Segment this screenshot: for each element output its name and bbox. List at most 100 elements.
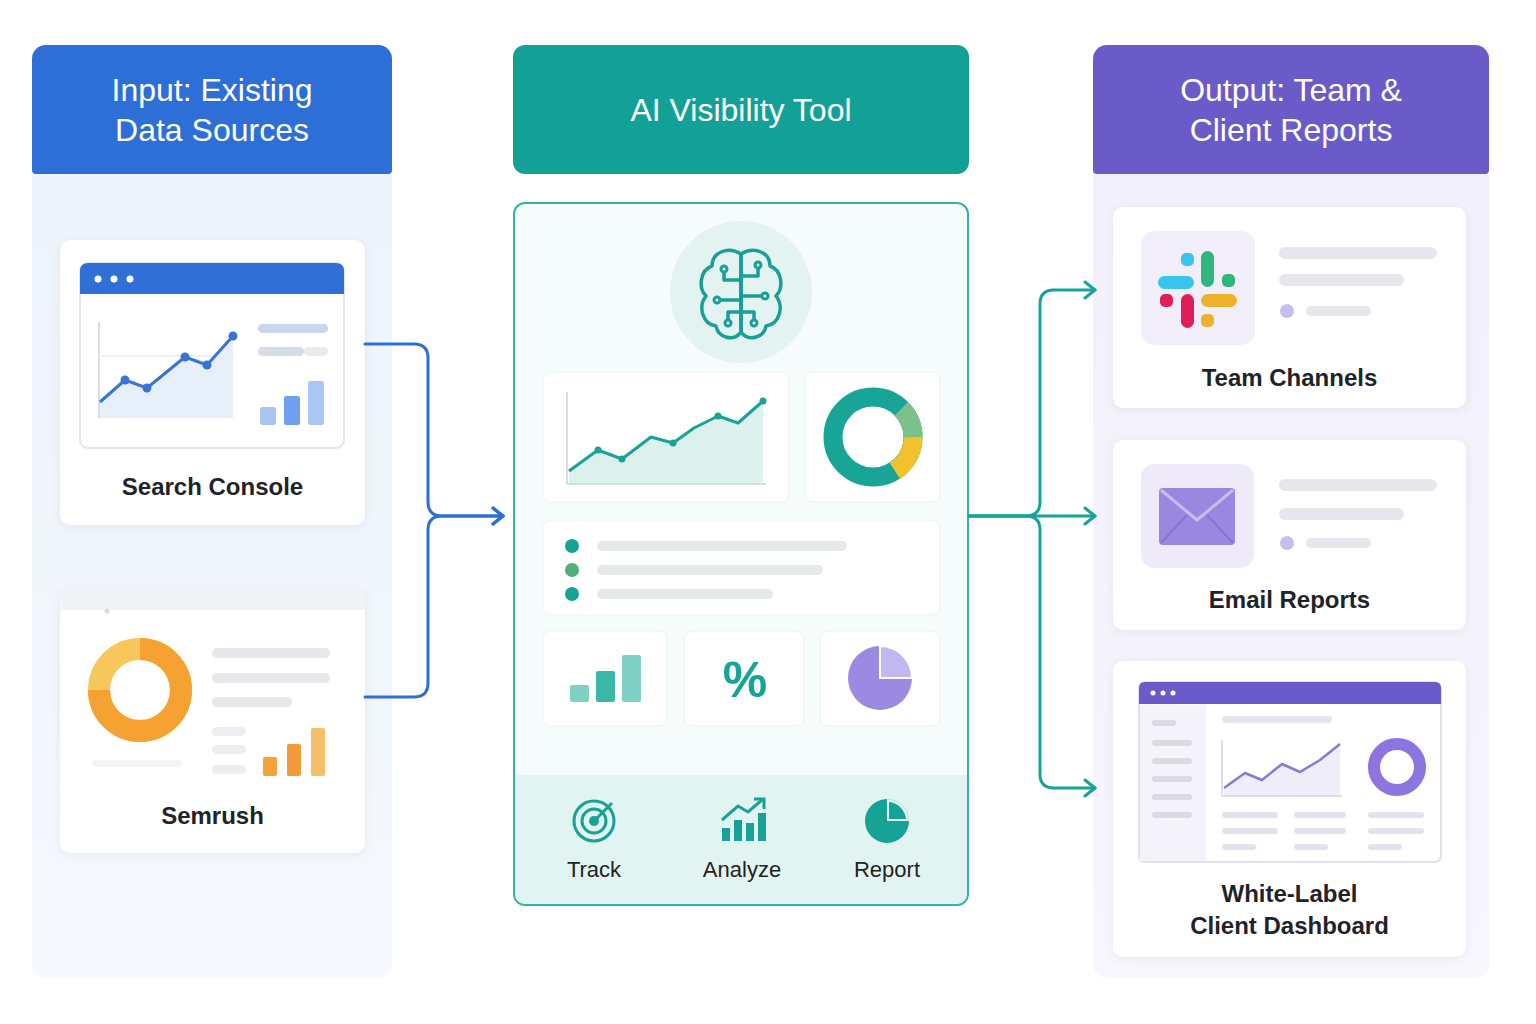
tool-illustration-part — [734, 820, 742, 841]
dashboard-mock-part — [1368, 812, 1424, 818]
search-console-mock-part — [181, 353, 190, 362]
search-console-mock-part — [100, 336, 233, 418]
card-label: Team Channels — [1120, 362, 1460, 394]
dashboard-mock-part — [1152, 758, 1192, 764]
source-card: Email Reports — [1113, 440, 1466, 630]
column-heading: Input: Existing Data Sources — [87, 70, 337, 150]
tool-illustration-part — [565, 587, 579, 601]
email-mock-part — [1306, 538, 1371, 548]
tool-panel: AI Visibility Tool — [513, 45, 969, 906]
email-mock-part — [1159, 488, 1235, 545]
tool-illustration-part-part — [582, 809, 606, 833]
search-console-mock-part — [80, 263, 344, 448]
dashboard-mock-part — [1294, 828, 1346, 834]
source-card: Search Console — [60, 240, 365, 525]
flow-arrow — [969, 515, 1095, 518]
tool-illustration-part-part — [741, 250, 781, 337]
email-mock-part — [1161, 490, 1233, 520]
dashboard-mock-part — [1139, 682, 1441, 862]
search-console-mock-part — [143, 384, 152, 393]
semrush-mock-part — [311, 728, 325, 776]
dashboard-mock-part — [1374, 744, 1420, 790]
search-console-mock — [80, 263, 344, 448]
tool-illustration-part-part — [725, 320, 731, 326]
tool-illustration-part-part — [574, 801, 614, 841]
semrush-mock-part — [212, 648, 330, 658]
tool-illustration-part — [895, 437, 913, 471]
tool-illustration-part — [622, 655, 641, 702]
dashboard-mock-part — [1294, 844, 1328, 850]
tool-illustration-part — [715, 413, 722, 420]
source-card: White-Label Client Dashboard — [1113, 661, 1466, 957]
tool-illustration — [515, 221, 967, 904]
tool-heading: AI Visibility Tool — [630, 90, 851, 130]
search-console-mock-part — [99, 355, 234, 357]
tool-illustration-part — [754, 799, 764, 809]
dashboard-mock-part — [1224, 744, 1340, 795]
tool-frame — [513, 202, 969, 906]
tool-illustration-part-part — [728, 312, 741, 320]
tool-illustration-part — [805, 372, 940, 502]
team-channels-mock-part — [1279, 274, 1404, 286]
semrush-mock-part — [99, 649, 181, 731]
tool-illustration-part — [543, 631, 667, 726]
search-console-mock-part — [308, 381, 324, 425]
email-mock-part — [1280, 536, 1294, 550]
dashboard-mock-part — [1222, 828, 1278, 834]
team-channels-mock-part — [1201, 251, 1214, 287]
search-console-mock-part — [284, 396, 300, 425]
tool-illustration-part — [567, 483, 766, 485]
card-label: Search Console — [63, 471, 363, 503]
dashboard-mock-part — [1152, 776, 1192, 782]
team-channels-mock-part — [1222, 274, 1235, 287]
tool-header: AI Visibility Tool — [513, 45, 969, 174]
tool-illustration-part-part — [762, 293, 768, 299]
tool-illustration-part — [760, 398, 767, 405]
tool-illustration-part — [887, 799, 909, 821]
tool-illustration-part — [746, 823, 754, 841]
email-mock-part — [1279, 508, 1404, 520]
semrush-mock-part — [105, 609, 110, 614]
team-channels-mock-part — [1306, 306, 1371, 316]
tool-illustration-part — [833, 397, 913, 477]
semrush-mock-part — [212, 745, 246, 754]
search-console-mock-part — [100, 336, 233, 402]
email-mock-part — [1161, 515, 1187, 543]
tool-illustration-part — [865, 799, 909, 843]
search-console-mock-part — [258, 324, 328, 333]
tool-illustration-part — [758, 813, 766, 841]
semrush-mock-part — [212, 727, 246, 736]
tool-illustration-part-part — [741, 268, 758, 276]
tool-illustration-part — [569, 401, 763, 471]
flow-arrow — [365, 344, 503, 516]
dashboard-mock-part — [1294, 812, 1346, 818]
tool-illustration-part — [880, 646, 912, 678]
team-channels-mock-part — [1160, 294, 1173, 307]
semrush-mock-part — [212, 697, 292, 707]
column-band: Output: Team & Client ReportsTeam Channe… — [1093, 45, 1489, 978]
tool-illustration-part-part — [721, 266, 727, 272]
semrush-mock-part — [212, 673, 330, 683]
tool-illustration-part — [684, 631, 804, 726]
dashboard-mock-part — [1152, 720, 1176, 726]
semrush-mock-part — [263, 757, 277, 776]
semrush-mock-part — [92, 760, 182, 767]
tool-illustration-part — [594, 803, 612, 821]
tool-illustration-part — [848, 646, 912, 710]
dashboard-mock-part — [1368, 844, 1402, 850]
tool-illustration-part — [574, 801, 614, 841]
column-header: Input: Existing Data Sources — [32, 45, 392, 174]
tool-illustration-part — [597, 565, 823, 575]
tool-illustration-part — [596, 671, 615, 702]
tool-illustration-part — [515, 775, 967, 904]
tool-illustration-part-part — [755, 262, 761, 268]
source-card: Semrush — [60, 588, 365, 853]
tool-illustration-part — [566, 392, 568, 484]
team-channels-mock — [1141, 231, 1437, 345]
team-channels-mock-part — [1279, 247, 1437, 259]
dashboard-mock-part — [1222, 812, 1278, 818]
semrush-mock-part — [287, 744, 301, 776]
semrush-mock-part — [212, 765, 246, 774]
tool-illustration-part — [589, 816, 599, 826]
